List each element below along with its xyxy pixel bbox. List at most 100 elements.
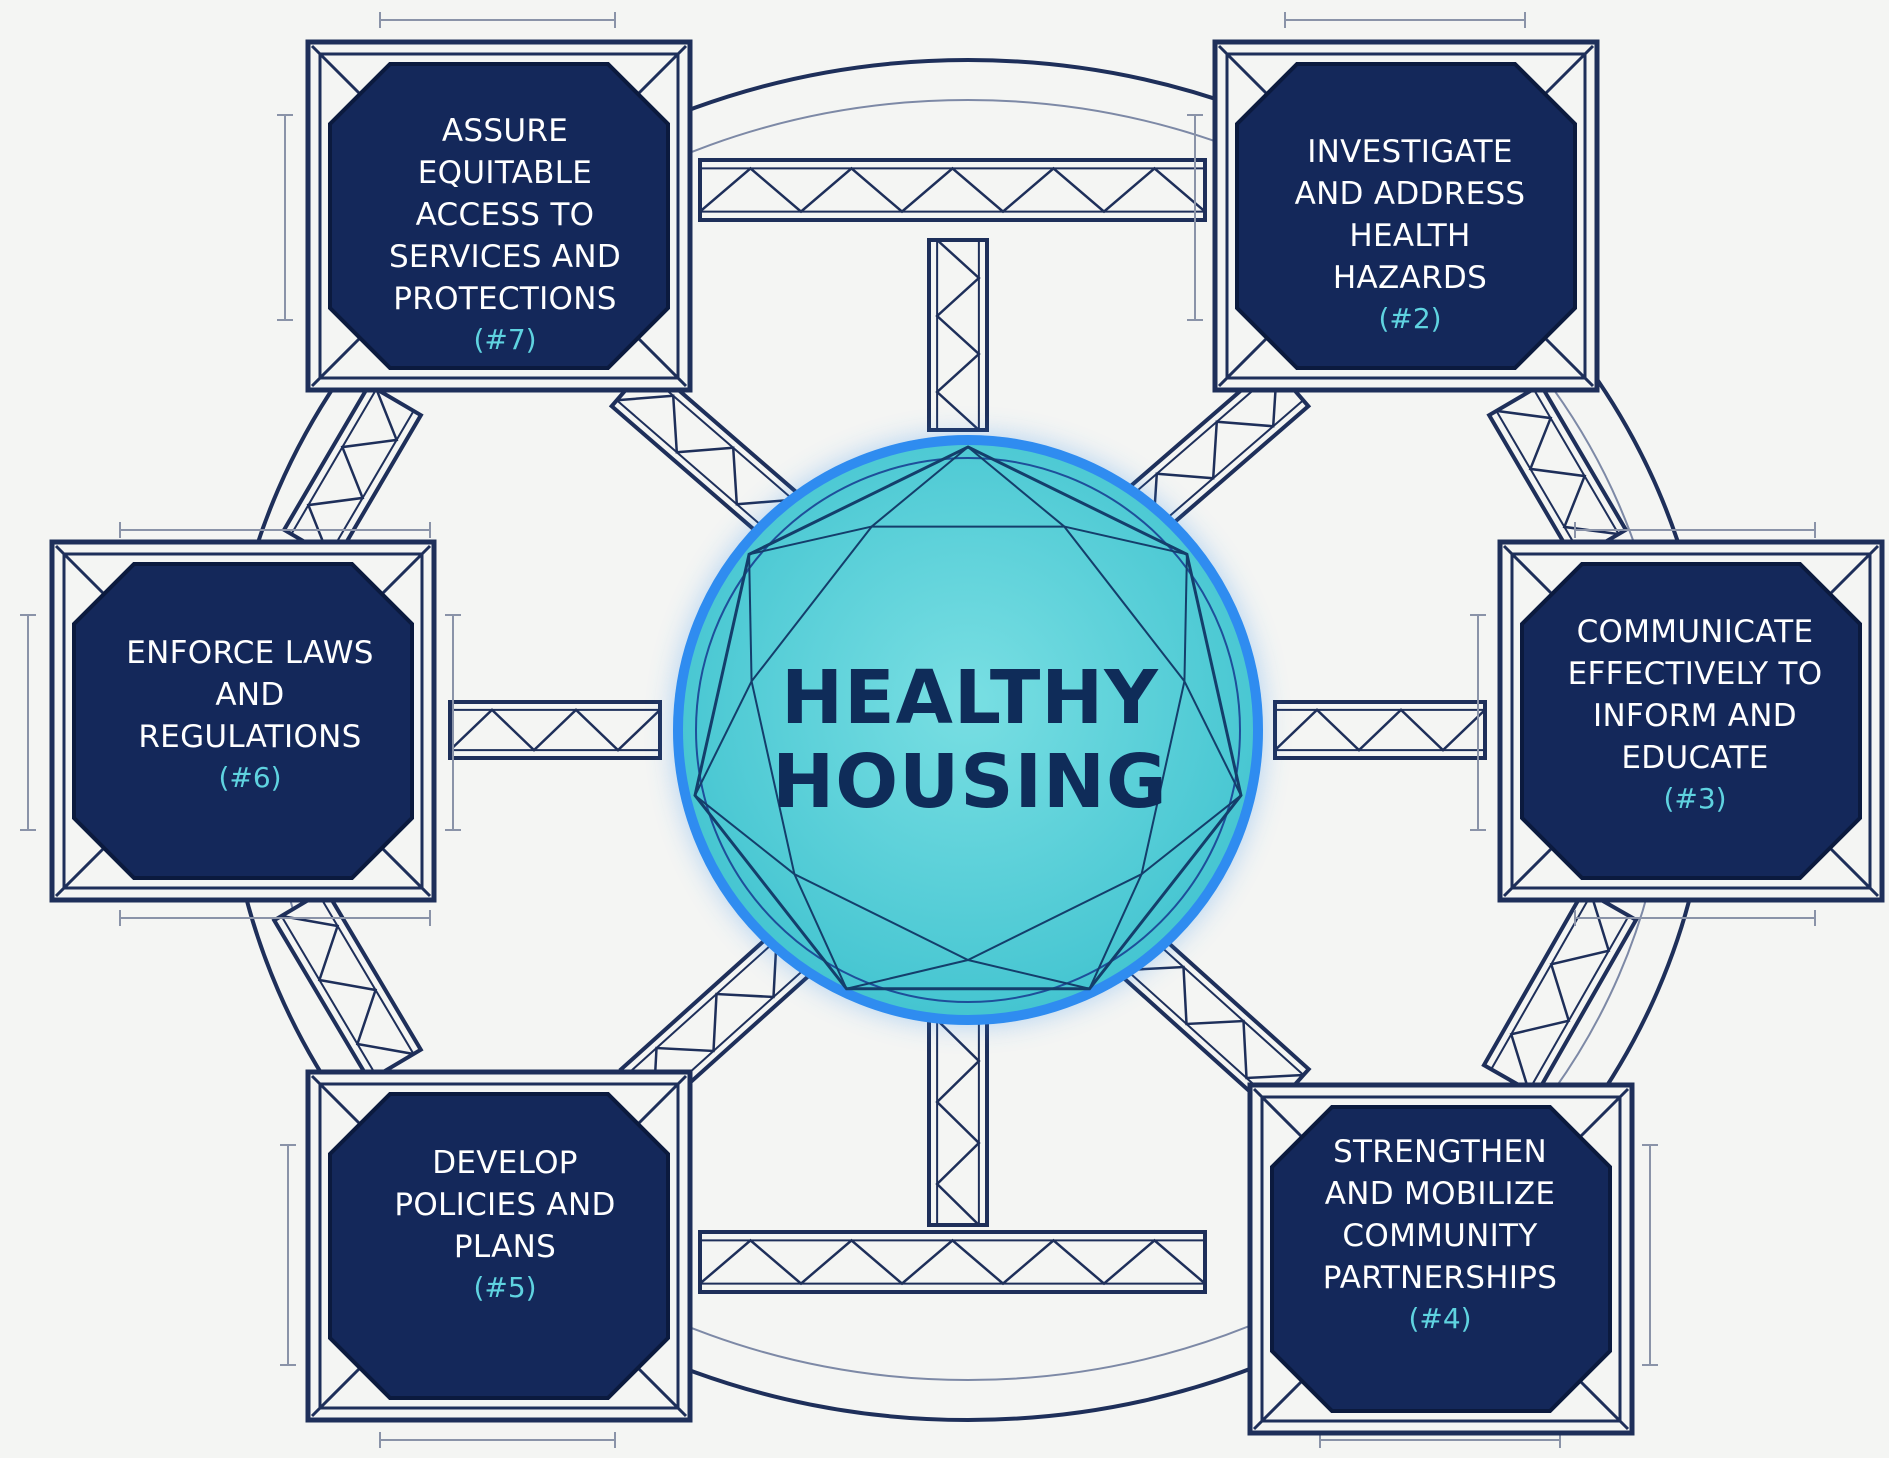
truss-rail [1495, 410, 1583, 557]
truss-web [616, 394, 794, 506]
hub-facet-line [694, 680, 753, 796]
node-corner-brace [636, 44, 688, 96]
truss-rail [1125, 969, 1278, 1106]
node-label: DEVELOP POLICIES AND PLANS [394, 1145, 616, 1265]
node-label: ASSURE EQUITABLE ACCESS TO SERVICES AND … [388, 113, 622, 317]
node-investigate-health-hazards: INVESTIGATE AND ADDRESS HEALTH HAZARDS (… [1225, 100, 1595, 370]
node-corner-brace [1543, 336, 1595, 388]
truss-rail [616, 399, 768, 531]
hub-facet-line [871, 446, 969, 528]
node-frame-5 [305, 1069, 693, 1423]
truss-web [1126, 965, 1304, 1080]
center-title-line1: HEALTHY [781, 655, 1159, 741]
node-corner-brace [1252, 1087, 1304, 1139]
node-corner-brace [1217, 336, 1269, 388]
node-frame-3 [1497, 539, 1885, 903]
hub-facet-line [1088, 873, 1143, 990]
node-number: (#2) [1378, 302, 1442, 335]
node-frame-2 [1212, 39, 1600, 393]
node-number: (#7) [473, 323, 537, 356]
hub-inner-ring [695, 457, 1241, 1003]
node-inner-frame [1225, 52, 1587, 380]
truss-web [1151, 369, 1279, 531]
truss-rail [1152, 399, 1304, 531]
node-corner-brace [54, 846, 106, 898]
truss-web [306, 388, 399, 557]
hub-facet-line [846, 959, 969, 990]
node-corner-brace [310, 1366, 362, 1418]
node-panel [1235, 62, 1577, 370]
node-panel [1520, 562, 1862, 880]
node-corner-brace [636, 1366, 688, 1418]
truss-web [699, 166, 1206, 214]
node-enforce-laws: ENFORCE LAWS AND REGULATIONS (#6) [65, 580, 435, 850]
truss-web [1509, 893, 1611, 1092]
node-corner-brace [1217, 44, 1269, 96]
node-corner-brace [310, 336, 362, 388]
truss-web [1274, 708, 1486, 752]
truss-connectors [271, 158, 1639, 1294]
truss-web [935, 1019, 981, 1226]
node-number: (#3) [1663, 782, 1727, 815]
truss-web [449, 708, 661, 752]
node-panel [72, 562, 414, 880]
node-corner-brace [1543, 44, 1595, 96]
function-nodes [49, 39, 1885, 1436]
center-hub [673, 435, 1263, 1025]
hub-facet-line [1140, 794, 1242, 875]
truss-outer-upper-left [281, 382, 424, 563]
truss-frame [698, 1230, 1207, 1294]
node-frame-6 [49, 539, 437, 903]
node-corner-brace [636, 336, 688, 388]
truss-web [699, 1238, 1206, 1286]
truss-web [1496, 409, 1619, 536]
node-number: (#6) [218, 761, 282, 794]
hub-facet-line [748, 554, 753, 682]
node-corner-brace [380, 846, 432, 898]
hub-polygon [693, 445, 1243, 991]
node-corner-brace [1828, 846, 1880, 898]
node-inner-frame [318, 52, 680, 380]
hub-facet-line [694, 794, 796, 875]
node-label: STRENGTHEN AND MOBILIZE COMMUNITY PARTNE… [1322, 1134, 1558, 1296]
node-corner-brace [310, 44, 362, 96]
node-corner-brace [1502, 846, 1554, 898]
truss-outer-upper-right [1486, 382, 1629, 563]
node-number: (#4) [1408, 1302, 1472, 1335]
truss-bottom [698, 1230, 1207, 1294]
node-strengthen-partnerships: STRENGTHEN AND MOBILIZE COMMUNITY PARTNE… [1255, 1100, 1625, 1370]
hub-facet-line [793, 873, 848, 990]
center-title-line2: HOUSING [772, 739, 1168, 825]
truss-outer-lower-right [1481, 887, 1639, 1098]
truss-rail [625, 939, 778, 1076]
node-panel [328, 1092, 670, 1400]
node-inner-frame [62, 552, 424, 890]
truss-rail [1152, 939, 1305, 1076]
truss-rail [1532, 388, 1620, 535]
hub-circle [673, 435, 1263, 1025]
node-label: INVESTIGATE AND ADDRESS HEALTH HAZARDS [1294, 134, 1526, 296]
dimension-marks [20, 12, 1880, 1448]
hub-facet-line [967, 446, 1065, 528]
truss-web [652, 939, 778, 1106]
node-label: COMMUNICATE EFFECTIVELY TO INFORM AND ED… [1567, 614, 1823, 776]
node-assure-equitable-access: ASSURE EQUITABLE ACCESS TO SERVICES AND … [320, 100, 690, 370]
hub-facet-line [1183, 680, 1242, 796]
truss-rail [317, 893, 415, 1055]
node-inner-frame [1260, 1095, 1622, 1423]
truss-rail [1527, 915, 1630, 1092]
truss-rail [290, 388, 378, 535]
hub-facet-line [1064, 525, 1188, 556]
node-panel [1270, 1105, 1612, 1413]
hub-facet-line [967, 959, 1090, 990]
node-number: (#5) [473, 1271, 537, 1304]
node-corner-brace [54, 544, 106, 596]
node-inner-frame [1510, 552, 1872, 890]
hub-facet-line [748, 525, 872, 556]
node-corner-brace [1578, 1379, 1630, 1431]
truss-rail [280, 915, 378, 1077]
truss-hub-left [448, 700, 662, 760]
truss-web [935, 239, 981, 431]
